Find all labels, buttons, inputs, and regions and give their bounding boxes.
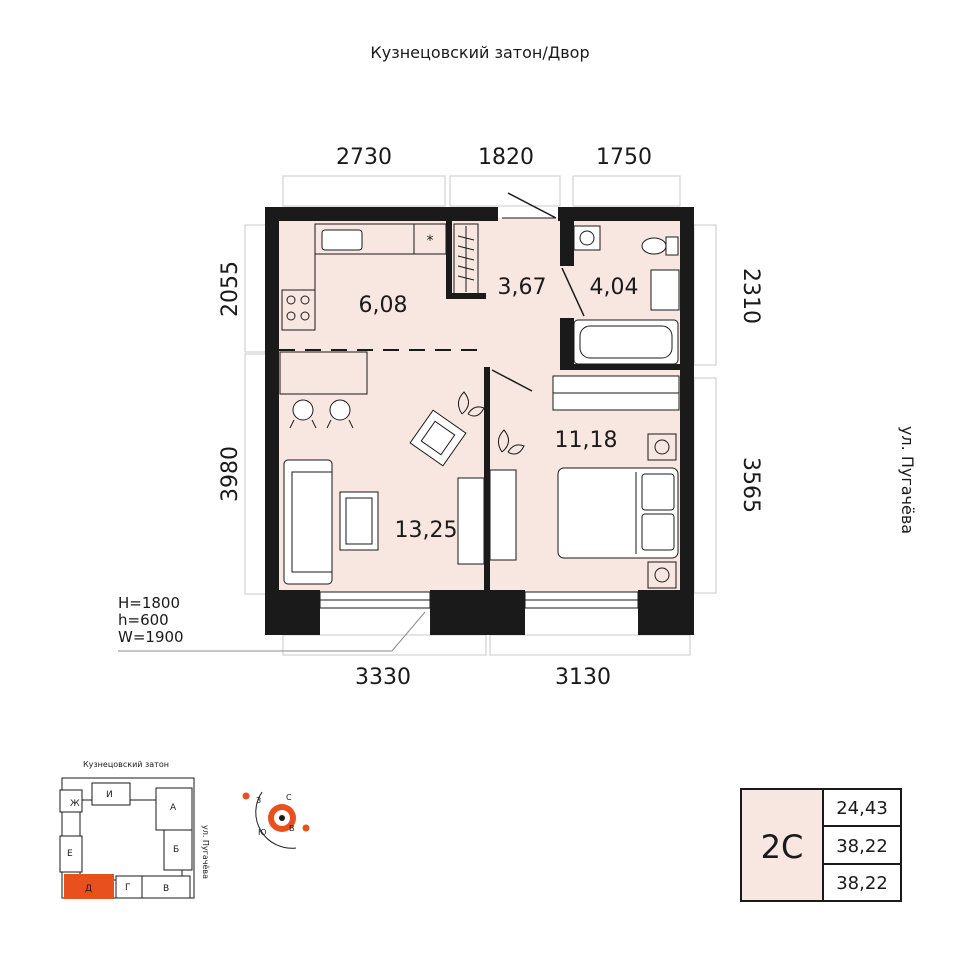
compass-center bbox=[279, 815, 285, 821]
dim-left-2: 3980 bbox=[218, 446, 243, 502]
bed bbox=[557, 467, 679, 559]
window-width: W=1900 bbox=[118, 628, 184, 646]
section-b: Б bbox=[173, 845, 179, 855]
room-area-bathroom: 4,04 bbox=[590, 275, 639, 300]
door-swings bbox=[491, 192, 585, 392]
living-area-value: 24,43 bbox=[836, 798, 888, 819]
mini-site-plan: Кузнецовский затон Ж И А Е Б Д Г В ул. П… bbox=[59, 760, 210, 899]
section-zh: Ж bbox=[70, 799, 80, 809]
compass: З С Ю В bbox=[242, 791, 310, 849]
compass-e: В bbox=[289, 824, 295, 833]
mini-plan-street: ул. Пугачёва bbox=[201, 825, 210, 879]
section-v: В bbox=[163, 884, 169, 894]
area-cell-3 bbox=[822, 863, 902, 902]
stove-icon bbox=[286, 295, 310, 321]
section-d: Д bbox=[85, 884, 92, 894]
sun-west-icon bbox=[302, 824, 310, 832]
dim-right-1: 2310 bbox=[738, 268, 763, 324]
dim-bottom-1: 3330 bbox=[355, 665, 411, 690]
window-leader-line bbox=[118, 611, 426, 652]
street-label: ул. Пугачёва bbox=[898, 426, 917, 534]
compass-w: З bbox=[256, 796, 261, 805]
window-sill: h=600 bbox=[118, 611, 169, 629]
dim-top-3: 1750 bbox=[596, 145, 652, 170]
windows bbox=[319, 591, 639, 609]
section-a: А bbox=[170, 803, 177, 813]
area-cell-2 bbox=[822, 825, 902, 865]
section-g: Г bbox=[125, 883, 131, 893]
room-area-living: 13,25 bbox=[395, 518, 458, 543]
walls bbox=[265, 207, 694, 635]
section-e: Е bbox=[67, 849, 73, 859]
area-cell-1 bbox=[822, 788, 902, 827]
compass-s: Ю bbox=[258, 828, 267, 837]
nightstand-icons bbox=[647, 433, 677, 589]
living-furniture bbox=[283, 409, 517, 585]
apartment-type-cell bbox=[740, 788, 824, 902]
apartment-type: 2С bbox=[761, 828, 804, 866]
total-area-value: 38,22 bbox=[836, 836, 888, 857]
dim-right-2: 3565 bbox=[738, 457, 763, 513]
bedroom-wardrobe bbox=[552, 375, 680, 411]
highlighted-section bbox=[64, 874, 114, 899]
dim-top-1: 2730 bbox=[336, 145, 392, 170]
kitchen-furniture bbox=[279, 223, 447, 395]
dim-bottom-2: 3130 bbox=[555, 665, 611, 690]
mini-plan-title: Кузнецовский затон bbox=[83, 760, 169, 769]
room-area-kitchen: 6,08 bbox=[359, 293, 408, 318]
asterisk-icon: * bbox=[427, 233, 434, 249]
bathroom-fixtures bbox=[573, 225, 680, 365]
dim-top-2: 1820 bbox=[478, 145, 534, 170]
room-area-bedroom: 11,18 bbox=[555, 428, 618, 453]
top-label: Кузнецовский затон/Двор bbox=[370, 43, 589, 62]
section-i: И bbox=[106, 790, 113, 800]
sun-east-icon bbox=[242, 792, 250, 800]
compass-arc bbox=[255, 791, 297, 849]
compass-n: С bbox=[286, 793, 292, 802]
hall-wardrobe bbox=[453, 223, 479, 295]
room-area-hall: 3,67 bbox=[498, 275, 547, 300]
total-area-with-balcony-value: 38,22 bbox=[836, 873, 888, 894]
window-height: H=1800 bbox=[118, 594, 180, 612]
chairs bbox=[289, 399, 354, 429]
plant-icon bbox=[458, 391, 525, 455]
area-summary: 2С 24,43 38,22 38,22 bbox=[740, 788, 902, 902]
dim-left-1: 2055 bbox=[218, 261, 243, 317]
